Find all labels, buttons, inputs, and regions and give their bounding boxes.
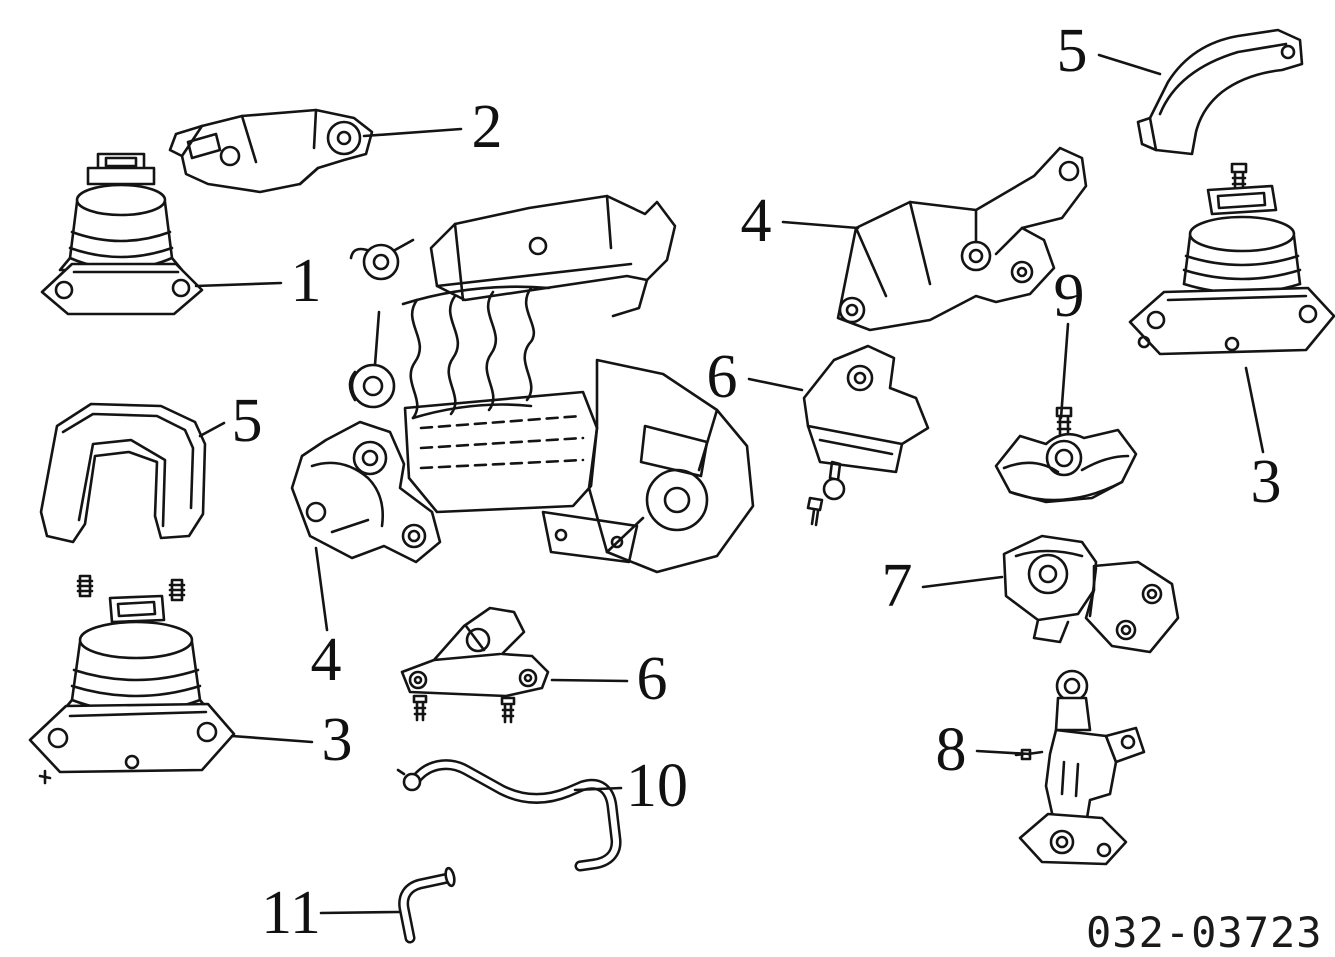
part-saddle-bracket-drawing — [994, 406, 1138, 504]
part-side-mount-bracket-drawing — [1014, 669, 1146, 866]
part-rear-bracket-drawing — [836, 146, 1088, 332]
part-upper-bracket-right-drawing — [1136, 28, 1304, 156]
engine-assembly-drawing — [348, 194, 755, 574]
callout-5-top-right: 5 — [1056, 17, 1088, 85]
diagram-code: 032-03723 — [1086, 908, 1323, 957]
callout-3-bottom-left: 3 — [321, 706, 353, 774]
callout-5-left: 5 — [231, 387, 263, 455]
part-transmission-mount-drawing — [1002, 534, 1180, 654]
part-side-bracket-center-drawing — [290, 420, 442, 564]
callout-4-right: 4 — [740, 187, 772, 255]
part-mount-ball-stud-drawing — [802, 344, 930, 527]
callout-11: 11 — [261, 879, 321, 947]
part-front-mount-lower-drawing — [28, 574, 236, 785]
callout-7: 7 — [881, 552, 913, 620]
leader-lines — [194, 53, 1265, 915]
part-rear-mount-drawing — [1128, 162, 1335, 356]
callout-6-bottom: 6 — [636, 645, 668, 713]
callout-6-right: 6 — [706, 343, 738, 411]
part-elbow-hose-drawing — [398, 866, 456, 944]
callout-1: 1 — [290, 247, 322, 315]
callout-2: 2 — [471, 93, 503, 161]
callout-8: 8 — [935, 716, 967, 784]
part-torque-strut-bracket-drawing — [168, 108, 374, 194]
callout-10: 10 — [626, 752, 688, 820]
part-u-bracket-left-drawing — [39, 402, 207, 544]
callout-3-right: 3 — [1250, 448, 1282, 516]
part-lower-bracket-drawing — [400, 606, 550, 724]
part-breather-pipe-drawing — [396, 759, 622, 872]
callout-9: 9 — [1053, 262, 1085, 330]
callout-4-center: 4 — [310, 626, 342, 694]
part-front-engine-mount-drawing — [40, 152, 204, 316]
